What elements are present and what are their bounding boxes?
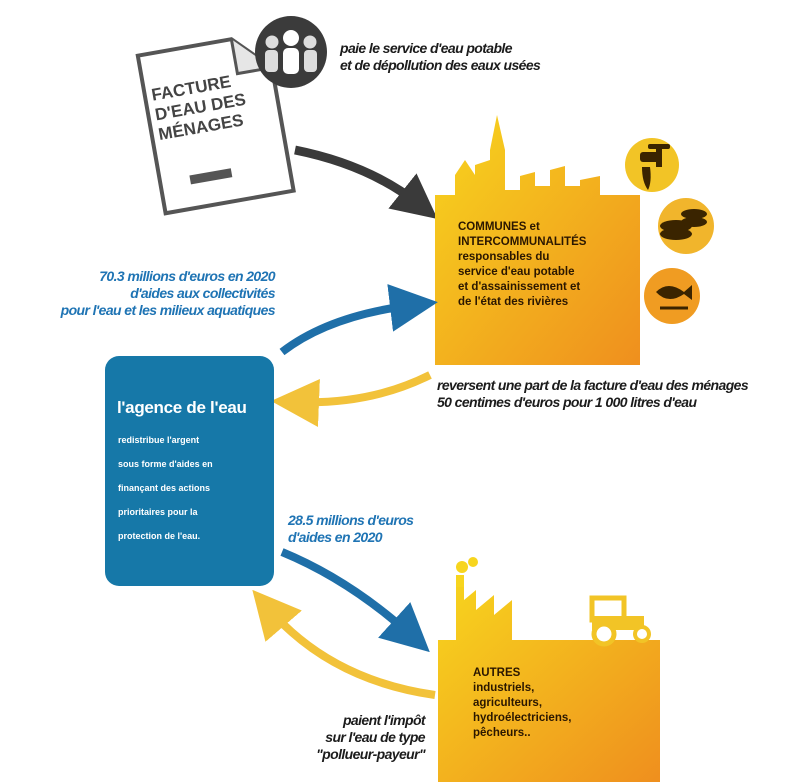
tractor-icon	[589, 595, 651, 647]
people-icon	[255, 16, 327, 88]
reversent-line: 50 centimes d'euros pour 1 000 litres d'…	[437, 394, 697, 410]
invoice-caption-line: et de dépollution des eaux usées	[340, 57, 541, 73]
autres-desc-line: hydroélectriciens,	[473, 712, 572, 724]
communes-block	[435, 115, 640, 365]
communes-title-line: COMMUNES et	[458, 221, 540, 233]
communes-title-line: INTERCOMMUNALITÉS	[458, 236, 587, 248]
invoice-document	[135, 37, 296, 216]
aides-collectivites-line: pour l'eau et les milieux aquatiques	[60, 302, 276, 318]
aides-collectivites-line: d'aides aux collectivités	[130, 285, 275, 301]
arrow-reversent	[271, 371, 432, 427]
aides-collectivites-line: 70.3 millions d'euros en 2020	[99, 268, 275, 284]
agency-desc-line: finançant des actions	[118, 483, 211, 493]
agency-desc-line: prioritaires pour la	[118, 507, 198, 517]
autres-desc-line: industriels,	[473, 682, 535, 694]
factory-icon	[456, 557, 478, 587]
autres-block	[438, 582, 660, 782]
impot-line: paient l'impôt	[342, 712, 426, 728]
aides-autres-line: 28.5 millions d'euros	[288, 512, 414, 528]
autres-title: AUTRES	[473, 667, 521, 679]
autres-desc-line: agriculteurs,	[473, 697, 543, 709]
aides-autres-label: 28.5 millions d'euros d'aides en 2020	[288, 512, 414, 546]
communes-desc-line: responsables du	[458, 251, 550, 263]
reversent-line: reversent une part de la facture d'eau d…	[437, 377, 749, 393]
communes-desc-line: de l'état des rivières	[458, 296, 569, 308]
coins-icon	[658, 198, 714, 254]
arrow-impot	[252, 589, 436, 699]
impot-label: paient l'impôt sur l'eau de type "pollue…	[316, 712, 425, 763]
agency-desc-line: protection de l'eau.	[118, 531, 201, 541]
arrow-aides-collectivites	[279, 284, 438, 356]
agency-desc-line: sous forme d'aides en	[118, 459, 213, 469]
aides-collectivites-label: 70.3 millions d'euros en 2020 d'aides au…	[60, 268, 276, 319]
arrow-aides-autres	[280, 548, 430, 653]
agency-title: l'agence de l'eau	[117, 398, 247, 417]
invoice-caption: paie le service d'eau potable et de dépo…	[340, 40, 541, 74]
faucet-icon	[625, 138, 679, 192]
impot-line: sur l'eau de type	[325, 729, 425, 745]
communes-desc-line: service d'eau potable	[458, 266, 575, 278]
agency-box: l'agence de l'eau redistribue l'argent s…	[105, 356, 274, 586]
communes-desc-line: et d'assainissement et	[458, 281, 581, 293]
impot-line: "pollueur-payeur"	[316, 746, 425, 762]
agency-description: redistribue l'argent sous forme d'aides …	[118, 428, 268, 548]
reversent-label: reversent une part de la facture d'eau d…	[437, 377, 749, 411]
autres-desc-line: pêcheurs..	[473, 727, 531, 739]
agency-desc-line: redistribue l'argent	[118, 435, 200, 445]
fish-icon	[644, 268, 700, 324]
arrow-facture-to-communes	[294, 145, 438, 220]
communes-text: COMMUNES et INTERCOMMUNALITÉS responsabl…	[458, 220, 628, 310]
aides-autres-line: d'aides en 2020	[288, 529, 383, 545]
invoice-caption-line: paie le service d'eau potable	[340, 40, 513, 56]
autres-text: AUTRES industriels, agriculteurs, hydroé…	[473, 666, 643, 741]
